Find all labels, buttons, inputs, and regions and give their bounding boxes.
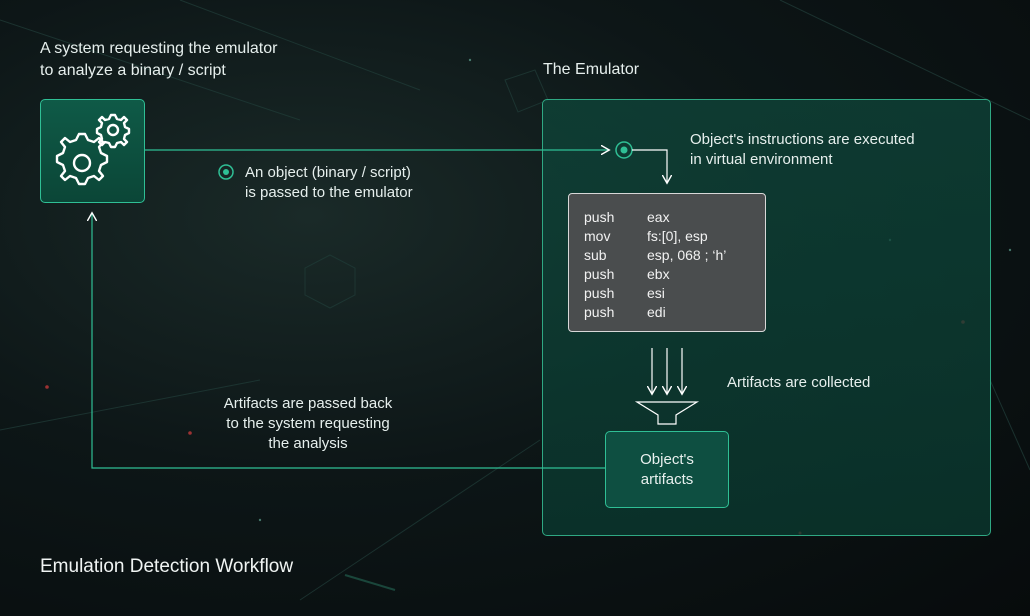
- code-operand: esp, 068 ; ‘h’: [647, 247, 727, 263]
- code-opcode: push: [584, 266, 615, 282]
- object-passed-line2: is passed to the emulator: [245, 184, 413, 201]
- object-passed-line1: An object (binary / script): [245, 164, 411, 181]
- code-operand: esi: [647, 285, 665, 301]
- passed-back-line1: Artifacts are passed back: [223, 395, 393, 412]
- passed-back-line2: to the system requesting: [226, 415, 390, 432]
- passed-back-line3: the analysis: [268, 435, 348, 452]
- return-flow-line: [92, 214, 605, 469]
- instructions-line1: Object's instructions are executed: [690, 131, 915, 148]
- diagram-title: Emulation Detection Workflow: [40, 556, 294, 577]
- code-line: push esi: [584, 284, 765, 303]
- object-artifacts-box: Object's artifacts: [605, 431, 729, 508]
- artifacts-collected-label: Artifacts are collected: [727, 374, 871, 391]
- code-operand: fs:[0], esp: [647, 228, 708, 244]
- node-to-code-line: [632, 149, 667, 182]
- code-operand: eax: [647, 209, 670, 225]
- code-line: push ebx: [584, 265, 765, 284]
- code-line: push edi: [584, 303, 765, 322]
- code-opcode: sub: [584, 247, 607, 263]
- instructions-label: Object's instructions are executed in vi…: [690, 130, 915, 170]
- assembly-code-box: push eax mov fs:[0], esp sub esp, 068 ; ‘h’ pu…: [568, 193, 766, 332]
- system-label: A system requesting the emulator to anal…: [40, 38, 277, 82]
- code-opcode: push: [584, 209, 615, 225]
- artifacts-passed-back-label: Artifacts are passed back to the system …: [200, 394, 416, 454]
- system-label-line1: A system requesting the emulator: [40, 40, 278, 57]
- emulator-title: The Emulator: [543, 61, 640, 78]
- object-passed-label: An object (binary / script) is passed to…: [245, 163, 413, 203]
- code-line: push eax: [584, 208, 765, 227]
- code-opcode: push: [584, 285, 615, 301]
- gears-icon: [55, 113, 131, 186]
- artifacts-line2: artifacts: [640, 470, 694, 488]
- requesting-system-box: [40, 99, 145, 203]
- code-operand: ebx: [647, 266, 670, 282]
- code-line: mov fs:[0], esp: [584, 227, 765, 246]
- system-label-line2: to analyze a binary / script: [40, 62, 226, 79]
- instructions-line2: in virtual environment: [690, 151, 833, 168]
- code-opcode: mov: [584, 228, 611, 244]
- code-operand: edi: [647, 304, 666, 320]
- object-passed-node: [218, 164, 234, 180]
- funnel-icon: [634, 401, 700, 425]
- code-line: sub esp, 068 ; ‘h’: [584, 246, 765, 265]
- artifacts-line1: Object's: [640, 450, 694, 468]
- code-opcode: push: [584, 304, 615, 320]
